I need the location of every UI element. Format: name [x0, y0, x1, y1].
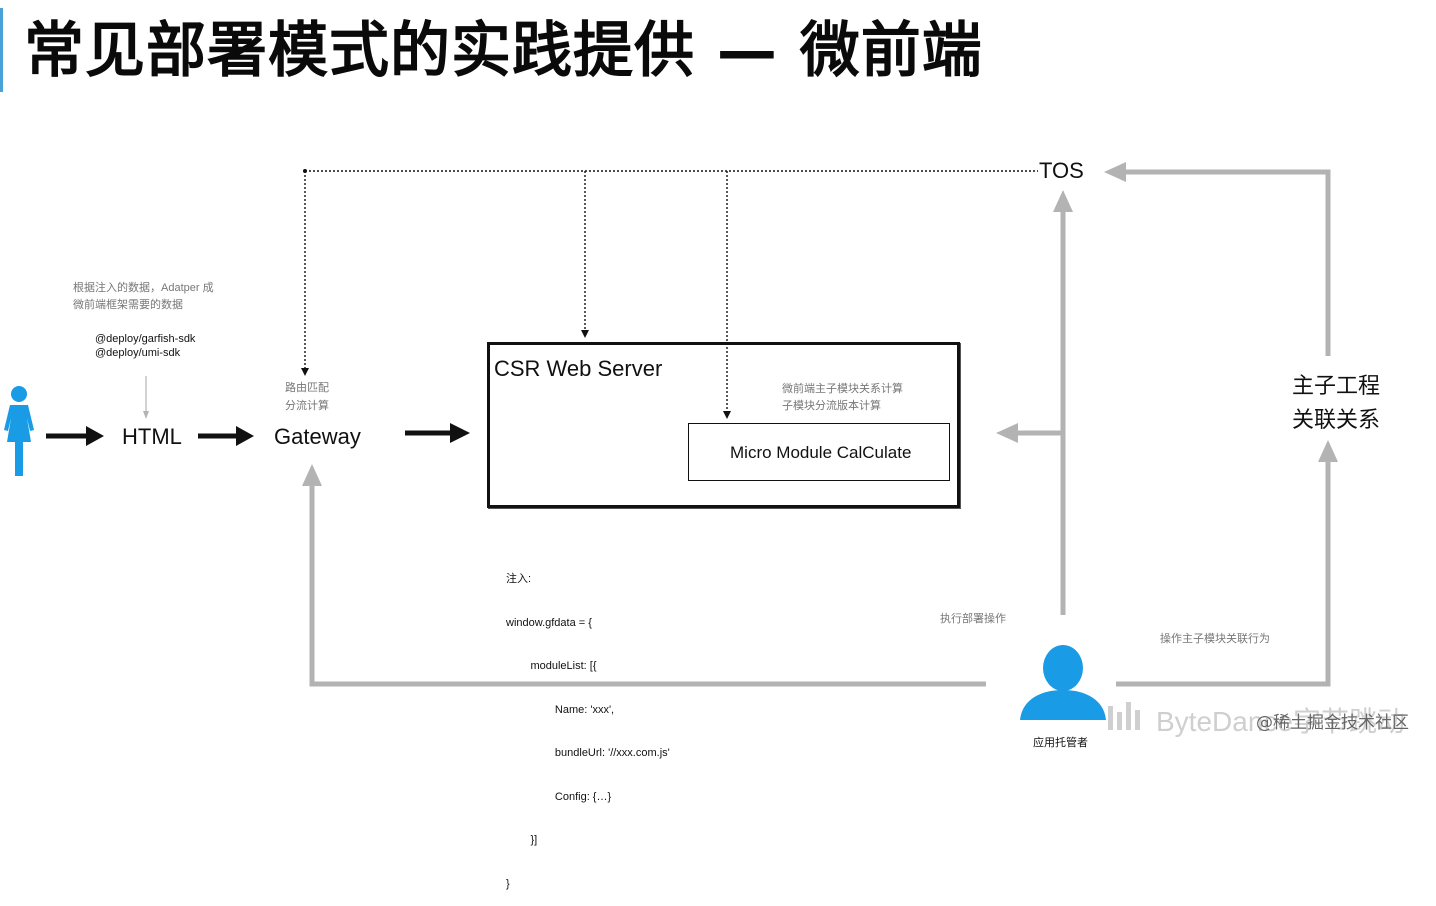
relation-op-note: 操作主子模块关联行为 [1160, 633, 1270, 645]
tos-node: TOS [1039, 158, 1084, 183]
gray-arrowhead-tos [1053, 190, 1073, 212]
code-line: window.gfdata = { [506, 616, 592, 629]
title-accent-bar [0, 8, 3, 92]
html-node: HTML [122, 424, 182, 449]
sdk-garfish: @deploy/garfish-sdk [95, 333, 196, 345]
code-line: moduleList: [{ [506, 660, 597, 672]
adapter-note-line2: 微前端框架需要的数据 [73, 299, 183, 311]
calc-note-line2: 子模块分流版本计算 [782, 400, 881, 412]
admin-user-icon [1020, 645, 1106, 720]
gray-arrowhead-tos-left [1104, 162, 1126, 182]
gray-arrowhead-relation [1318, 440, 1338, 462]
csr-web-server-box [487, 342, 960, 508]
relation-node-line1: 主子工程 [1292, 368, 1381, 400]
route-note-line1: 路由匹配 [285, 382, 329, 394]
gray-arrowhead-gateway [302, 464, 322, 486]
code-line: Config: {…} [506, 790, 612, 803]
arrow-user-to-html [46, 426, 104, 446]
relation-node-line2: 关联关系 [1292, 402, 1381, 434]
arrow-html-to-gateway [198, 426, 254, 446]
dotted-tos-lines [304, 170, 1038, 413]
adapter-note-line1: 根据注入的数据，Adatper 成 [73, 282, 214, 294]
code-line: 注入: [506, 573, 532, 585]
calc-note-line1: 微前端主子模块关系计算 [782, 383, 903, 395]
micro-module-label: Micro Module CalCulate [730, 443, 912, 462]
deploy-op-note: 执行部署操作 [940, 613, 1006, 625]
dotted-arrowhead-micro [723, 411, 731, 419]
gray-arrowhead-csr [996, 423, 1018, 443]
gray-arrows [309, 169, 1331, 687]
dotted-arrowhead-csr [581, 330, 589, 338]
bytedance-logo-icon [1108, 702, 1140, 730]
csr-web-server-label: CSR Web Server [494, 356, 663, 381]
page-title: 常见部署模式的实践提供 — 微前端 [24, 16, 983, 86]
admin-label: 应用托管者 [1033, 737, 1088, 749]
sdk-umi: @deploy/umi-sdk [95, 347, 181, 359]
micro-module-box [688, 423, 950, 481]
inject-code-block: 注入: window.gfdata = { moduleList: [{ Nam… [506, 543, 670, 906]
watermark-credit: @稀土掘金技术社区 [1256, 713, 1409, 733]
code-line: bundleUrl: '//xxx.com.js' [506, 747, 670, 759]
gateway-node: Gateway [274, 424, 361, 449]
dotted-arrowhead-gateway [301, 368, 309, 376]
user-woman-icon [4, 386, 34, 476]
arrow-gateway-to-csr [405, 423, 470, 443]
code-line: Name: 'xxx', [506, 703, 615, 716]
watermark-brand: ByteDance字节跳动 [1156, 706, 1405, 737]
route-note-line2: 分流计算 [285, 400, 329, 412]
arrow-sdk-to-html [143, 376, 149, 419]
code-line: }] [506, 834, 538, 846]
code-line: } [506, 877, 510, 890]
diagram-canvas [4, 162, 1338, 730]
